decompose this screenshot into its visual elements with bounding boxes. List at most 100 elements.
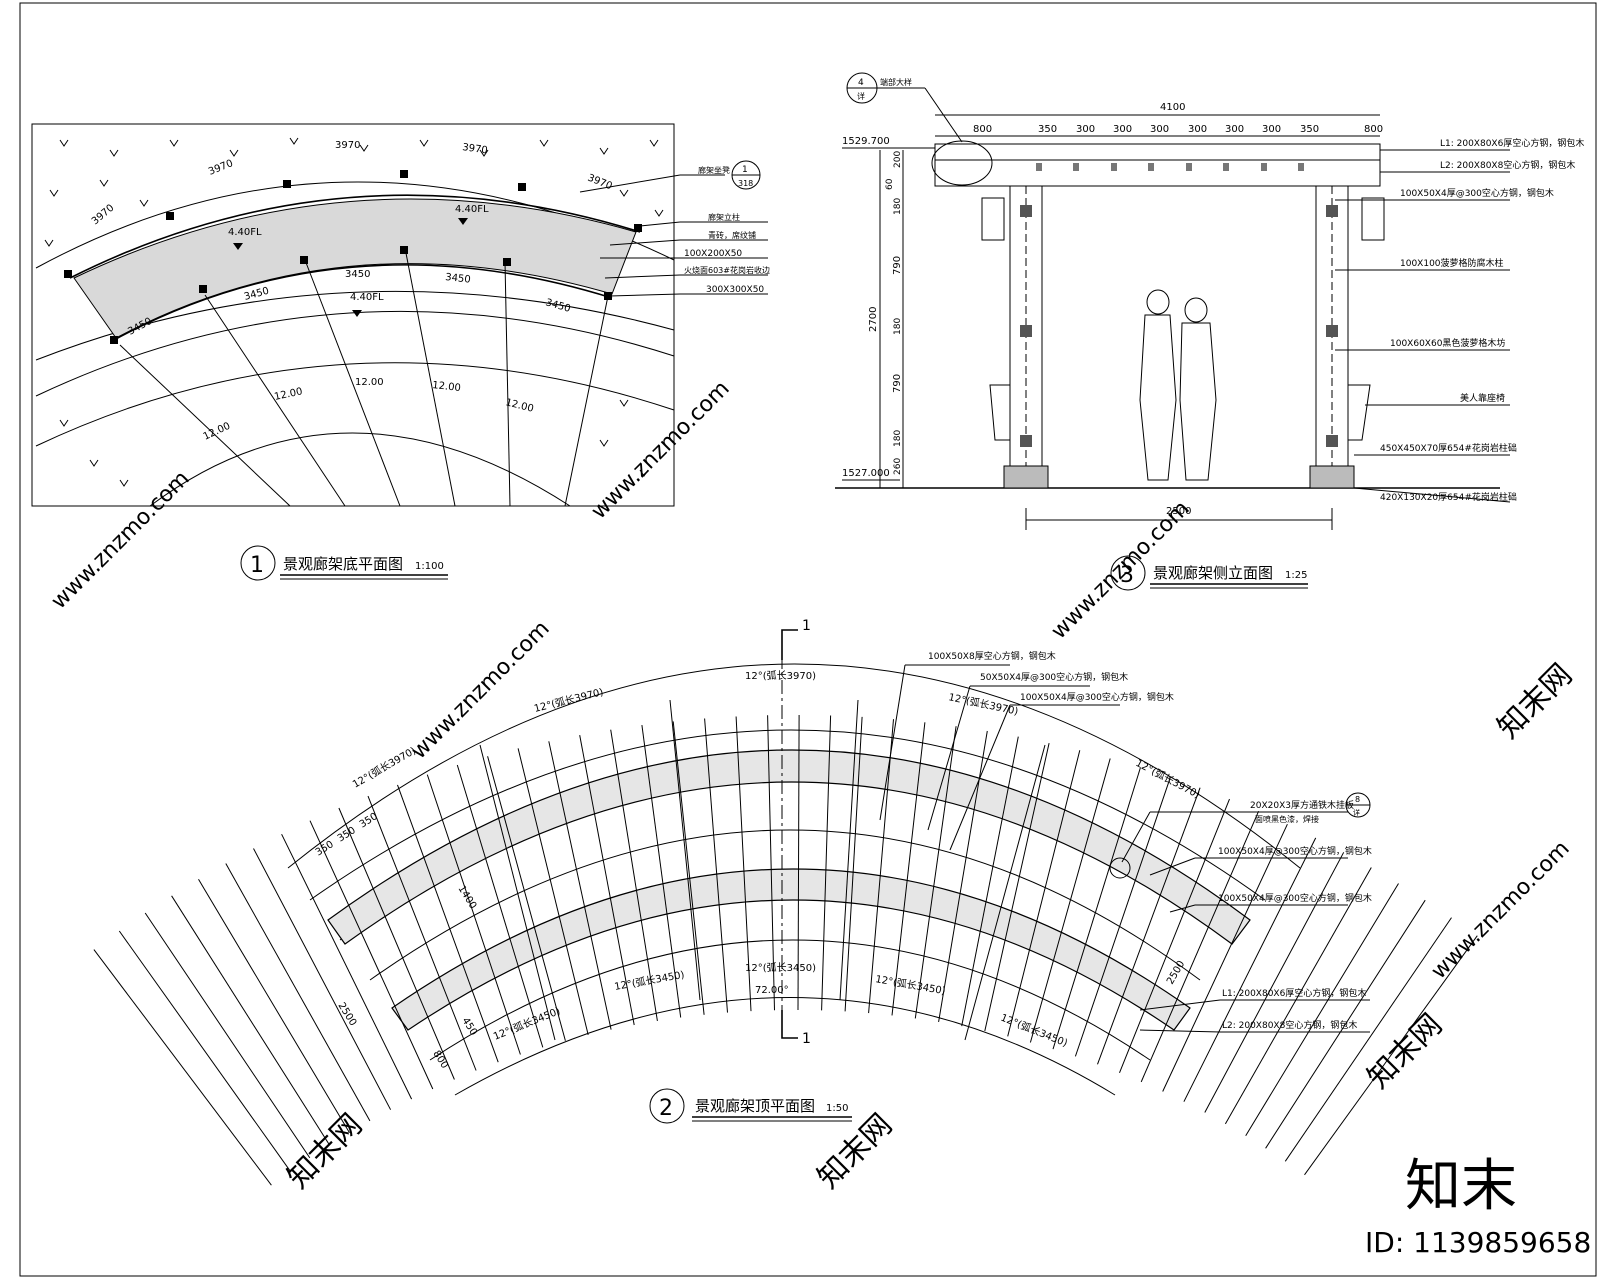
left-dim: 1400	[455, 884, 478, 911]
callout-text: 廊架坐凳	[698, 165, 730, 175]
inner-dim: 12°(弧长3450)	[745, 961, 816, 974]
dim-top: 300	[1225, 124, 1244, 135]
rafter-line	[1052, 767, 1141, 1050]
people-figures	[1139, 289, 1217, 481]
rafter-line	[253, 848, 392, 1110]
outer-dim: 12°(弧长3970)	[1134, 756, 1203, 801]
inner-dim: 12°(弧长3450)	[874, 972, 946, 997]
dim-left: 180	[893, 430, 903, 447]
rafter-line	[821, 715, 832, 1011]
watermark-site: www.znzmo.com	[587, 376, 735, 524]
level-label: 4.40FL	[228, 227, 262, 238]
watermark-site-cn: 知末网	[1491, 657, 1579, 745]
callout-text: 100X50X4厚@300空心方钢，钢包木	[1400, 187, 1554, 199]
callout-text: L2: 200X80X8空心方钢，钢包木	[1440, 159, 1575, 171]
rafter-line	[1074, 777, 1171, 1057]
dim-top: 3970	[586, 173, 614, 193]
watermark-site-cn: 知末网	[1361, 1007, 1449, 1095]
plan-1-leaders	[579, 174, 768, 297]
dim-bottom: 3450	[345, 269, 370, 280]
callout-text: 20X20X3厚方通铁木挂板	[1250, 799, 1354, 811]
dim-left: 200	[893, 151, 903, 168]
detail-ref-number: 8	[1355, 795, 1360, 804]
rafter-line	[548, 741, 612, 1030]
rafter-line	[891, 722, 926, 1016]
callout-text: 100X50X4厚@300空心方钢，钢包木	[1218, 845, 1372, 857]
rafter-line	[641, 725, 682, 1018]
level-marker	[233, 243, 243, 250]
section-mark-label: 1	[802, 1031, 811, 1047]
level-label: 4.40FL	[350, 292, 384, 303]
detail-ref-number: 4	[858, 78, 864, 88]
column-base	[1309, 465, 1355, 489]
rafter-line	[517, 748, 589, 1036]
rafter-line	[281, 833, 413, 1100]
dim-left-total: 2700	[868, 307, 879, 332]
dim-left: 60	[885, 178, 895, 190]
plan-1-radials	[119, 247, 609, 507]
dim-top: 350	[1038, 124, 1057, 135]
rafter-line	[868, 719, 894, 1014]
detail-ref-sheet: 318	[738, 179, 753, 188]
rafter-line	[1183, 837, 1317, 1102]
callout-text: L1: 200X80X6厚空心方钢，钢包木	[1440, 137, 1584, 149]
rafter-line	[1119, 798, 1230, 1073]
callout-text: 100X50X4厚@300空心方钢，钢包木	[1020, 691, 1174, 703]
detail-label: 端部大样	[880, 77, 912, 87]
dim-total: 4100	[1160, 102, 1185, 113]
rafter-line	[426, 774, 521, 1055]
dim-left: 790	[892, 374, 903, 393]
rafter-line	[1162, 823, 1288, 1092]
plan-2-scale: 1:50	[826, 1103, 848, 1114]
watermarks: www.znzmo.com www.znzmo.com www.znzmo.co…	[47, 376, 1592, 1259]
elevation-3-side-view: 4100 800 350 300 300 300 300 300 300 350…	[835, 72, 1584, 591]
title-number: 1	[250, 553, 264, 578]
title-bubble	[240, 545, 276, 581]
rafter-line	[171, 895, 330, 1146]
dim-left: 180	[893, 318, 903, 335]
callout-text: 廊架立柱	[708, 212, 740, 222]
rafter-line	[118, 930, 291, 1172]
callout-text: 青砖，席纹铺	[708, 230, 756, 240]
outer-dim: 12°(弧长3970)	[947, 690, 1019, 717]
plan-1-grass-texture	[44, 137, 664, 487]
rafter-line	[397, 784, 499, 1063]
level-top: 1529.700	[842, 136, 890, 147]
elevation-3-title: 景观廊架侧立面图	[1153, 564, 1273, 582]
plan-1-frame	[31, 123, 675, 507]
rafter-line	[704, 718, 728, 1013]
plan-1-columns	[64, 170, 642, 344]
dim-left: 180	[893, 198, 903, 215]
rafter-line	[93, 949, 272, 1186]
stone-band-outer	[327, 749, 1251, 945]
dim-top: 800	[1364, 124, 1383, 135]
dim-bottom: 3450	[445, 272, 471, 286]
rafter-line	[914, 726, 957, 1019]
left-dim: 350	[336, 825, 358, 844]
lantern-left	[981, 197, 1005, 241]
rafter-sections	[1036, 163, 1304, 171]
stone-band-inner	[391, 868, 1191, 1031]
rafter-line	[456, 764, 544, 1048]
dim-bottom: 3450	[544, 297, 571, 315]
callout-text: 50X50X4厚@300空心方钢，钢包木	[980, 671, 1128, 683]
dim-top: 3970	[462, 142, 489, 156]
dim-top: 3970	[90, 203, 117, 228]
plan-2-title: 景观廊架顶平面图	[695, 1097, 815, 1115]
bench-right	[1347, 384, 1371, 441]
rafter-line	[1224, 867, 1372, 1125]
angle-dim: 12.00	[355, 377, 384, 388]
outer-dim: 12°(弧长3970)	[533, 685, 605, 715]
level-marker	[352, 310, 362, 317]
bench-left	[989, 384, 1011, 441]
callout-text: 450X450X70厚654#花岗岩柱础	[1380, 442, 1517, 454]
callout-text: 面喷黑色漆，焊接	[1255, 814, 1319, 824]
rafter-line	[579, 735, 635, 1026]
angle-dim: 12.00	[202, 421, 233, 443]
rafter-line	[610, 729, 658, 1021]
angle-dim: 12.00	[432, 380, 462, 394]
rafter-line	[1204, 852, 1345, 1113]
lantern-right	[1361, 197, 1385, 241]
plan-2-leaders	[879, 664, 1370, 1033]
callout-text: 100X50X4厚@300空心方钢，钢包木	[1218, 892, 1372, 904]
